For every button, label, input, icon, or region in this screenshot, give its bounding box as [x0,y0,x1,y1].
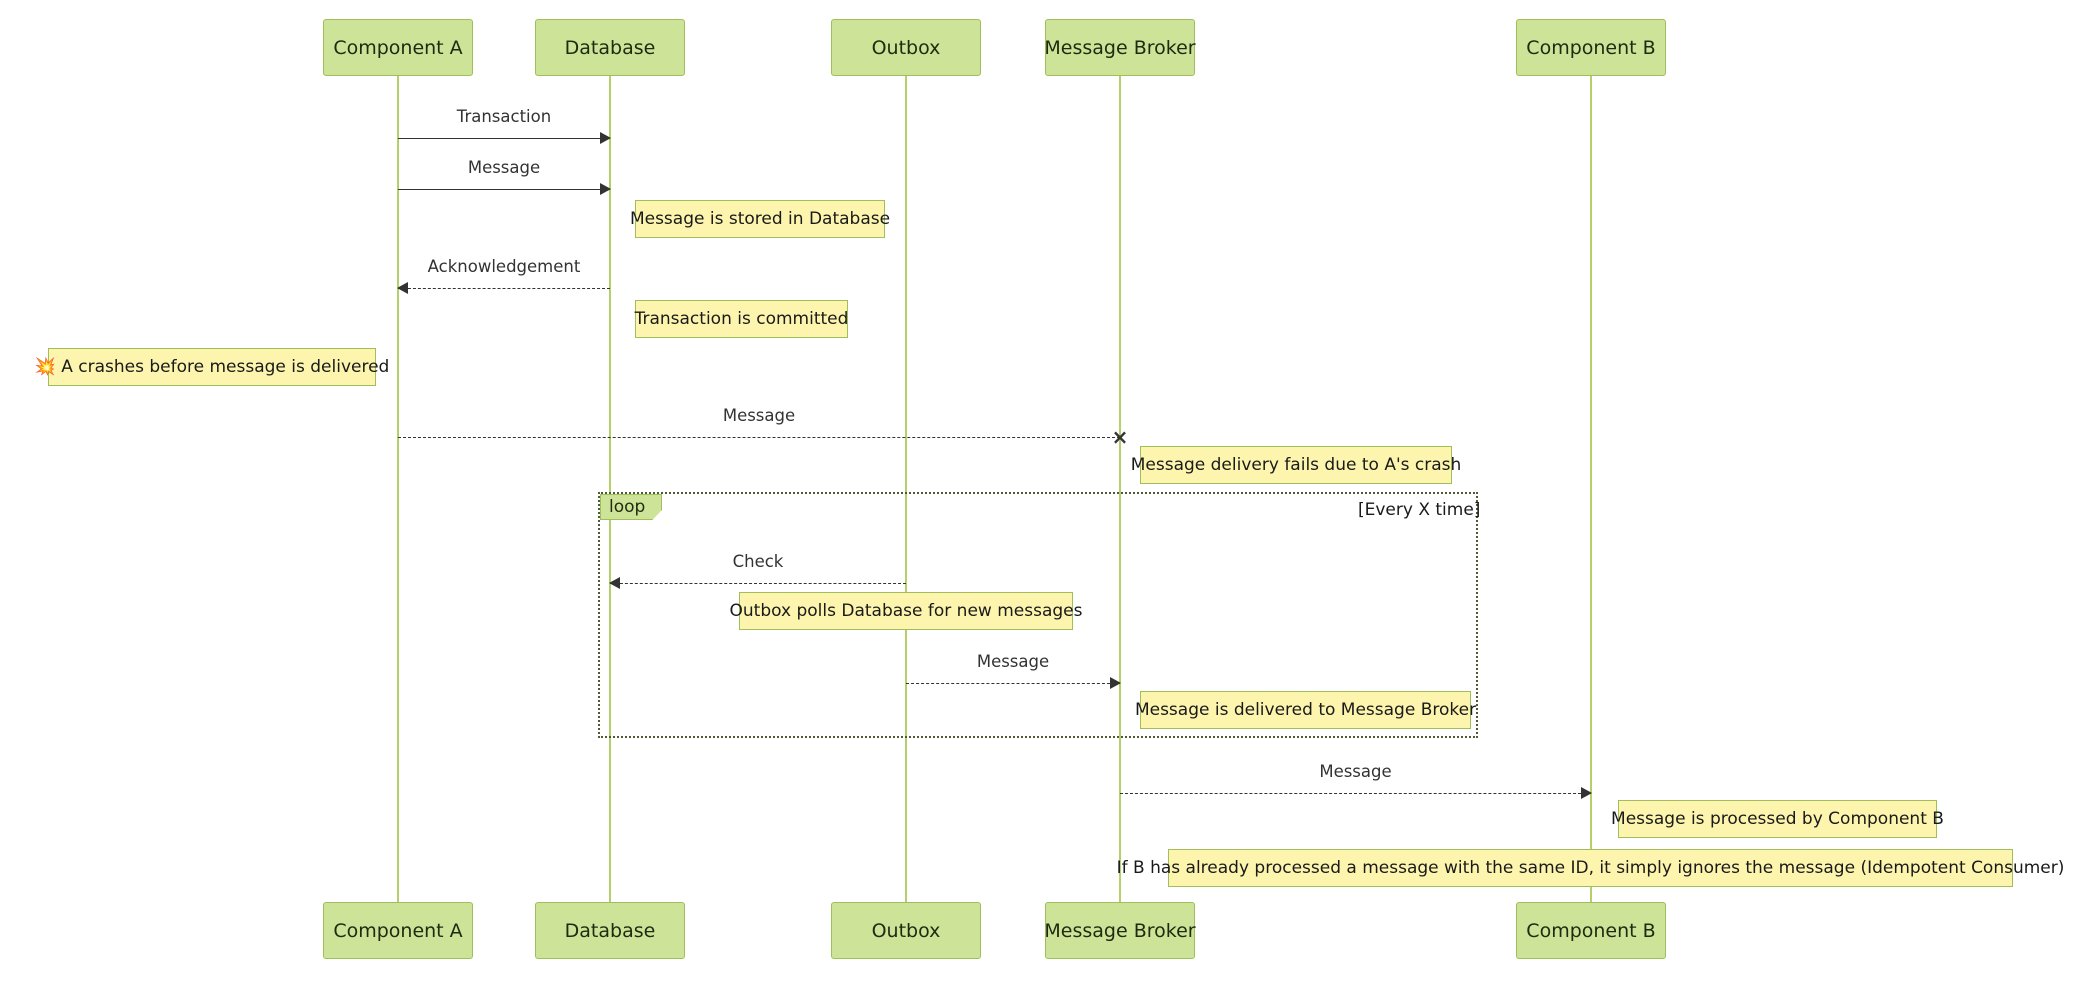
arrowhead-icon [1110,677,1121,689]
message-line [906,683,1120,684]
note-n2: Transaction is committed [635,300,848,338]
message-label: Acknowledgement [427,257,581,276]
message-label: Transaction [456,107,552,126]
fragment-loop [598,492,1478,738]
message-label: Message [467,158,541,177]
fragment-condition: [Every X time] [1358,500,1481,520]
participant-outbox-top[interactable]: Outbox [831,19,981,76]
message-line [610,583,906,584]
participant-b-bottom[interactable]: Component B [1516,902,1666,959]
arrowhead-icon [600,132,611,144]
lifeline-db [609,76,611,902]
participant-b-top[interactable]: Component B [1516,19,1666,76]
participant-broker-bottom[interactable]: Message Broker [1044,902,1196,959]
message-label: Check [732,552,784,571]
note-n8: If B has already processed a message wit… [1117,849,2064,887]
arrowhead-icon [1581,787,1592,799]
participant-outbox-bottom[interactable]: Outbox [831,902,981,959]
message-line [398,437,1120,438]
lifeline-broker [1119,76,1121,902]
participant-a-top[interactable]: Component A [323,19,473,76]
participant-broker-top[interactable]: Message Broker [1044,19,1196,76]
arrowhead-icon [609,577,620,589]
message-label: Message [1319,762,1392,781]
message-label: Message [976,652,1050,671]
note-n3: 💥 A crashes before message is delivered [35,348,389,386]
note-n5: Outbox polls Database for new messages [730,592,1082,630]
note-n7: Message is processed by Component B [1611,800,1944,838]
note-n1: Message is stored in Database [630,200,890,238]
note-n6: Message is delivered to Message Broker [1135,691,1476,729]
message-line [398,189,610,190]
message-line [398,288,610,289]
arrowhead-icon [600,183,611,195]
note-n4: Message delivery fails due to A's crash [1131,446,1461,484]
participant-db-top[interactable]: Database [535,19,685,76]
message-line [1120,793,1591,794]
participant-db-bottom[interactable]: Database [535,902,685,959]
arrowhead-icon [397,282,408,294]
message-label: Message [722,406,796,425]
message-line [398,138,610,139]
participant-a-bottom[interactable]: Component A [323,902,473,959]
lifeline-a [397,76,399,902]
fragment-label: loop [600,494,663,520]
lifeline-b [1590,76,1592,902]
crash-cross-icon: × [1111,425,1129,449]
lifeline-outbox [905,76,907,902]
